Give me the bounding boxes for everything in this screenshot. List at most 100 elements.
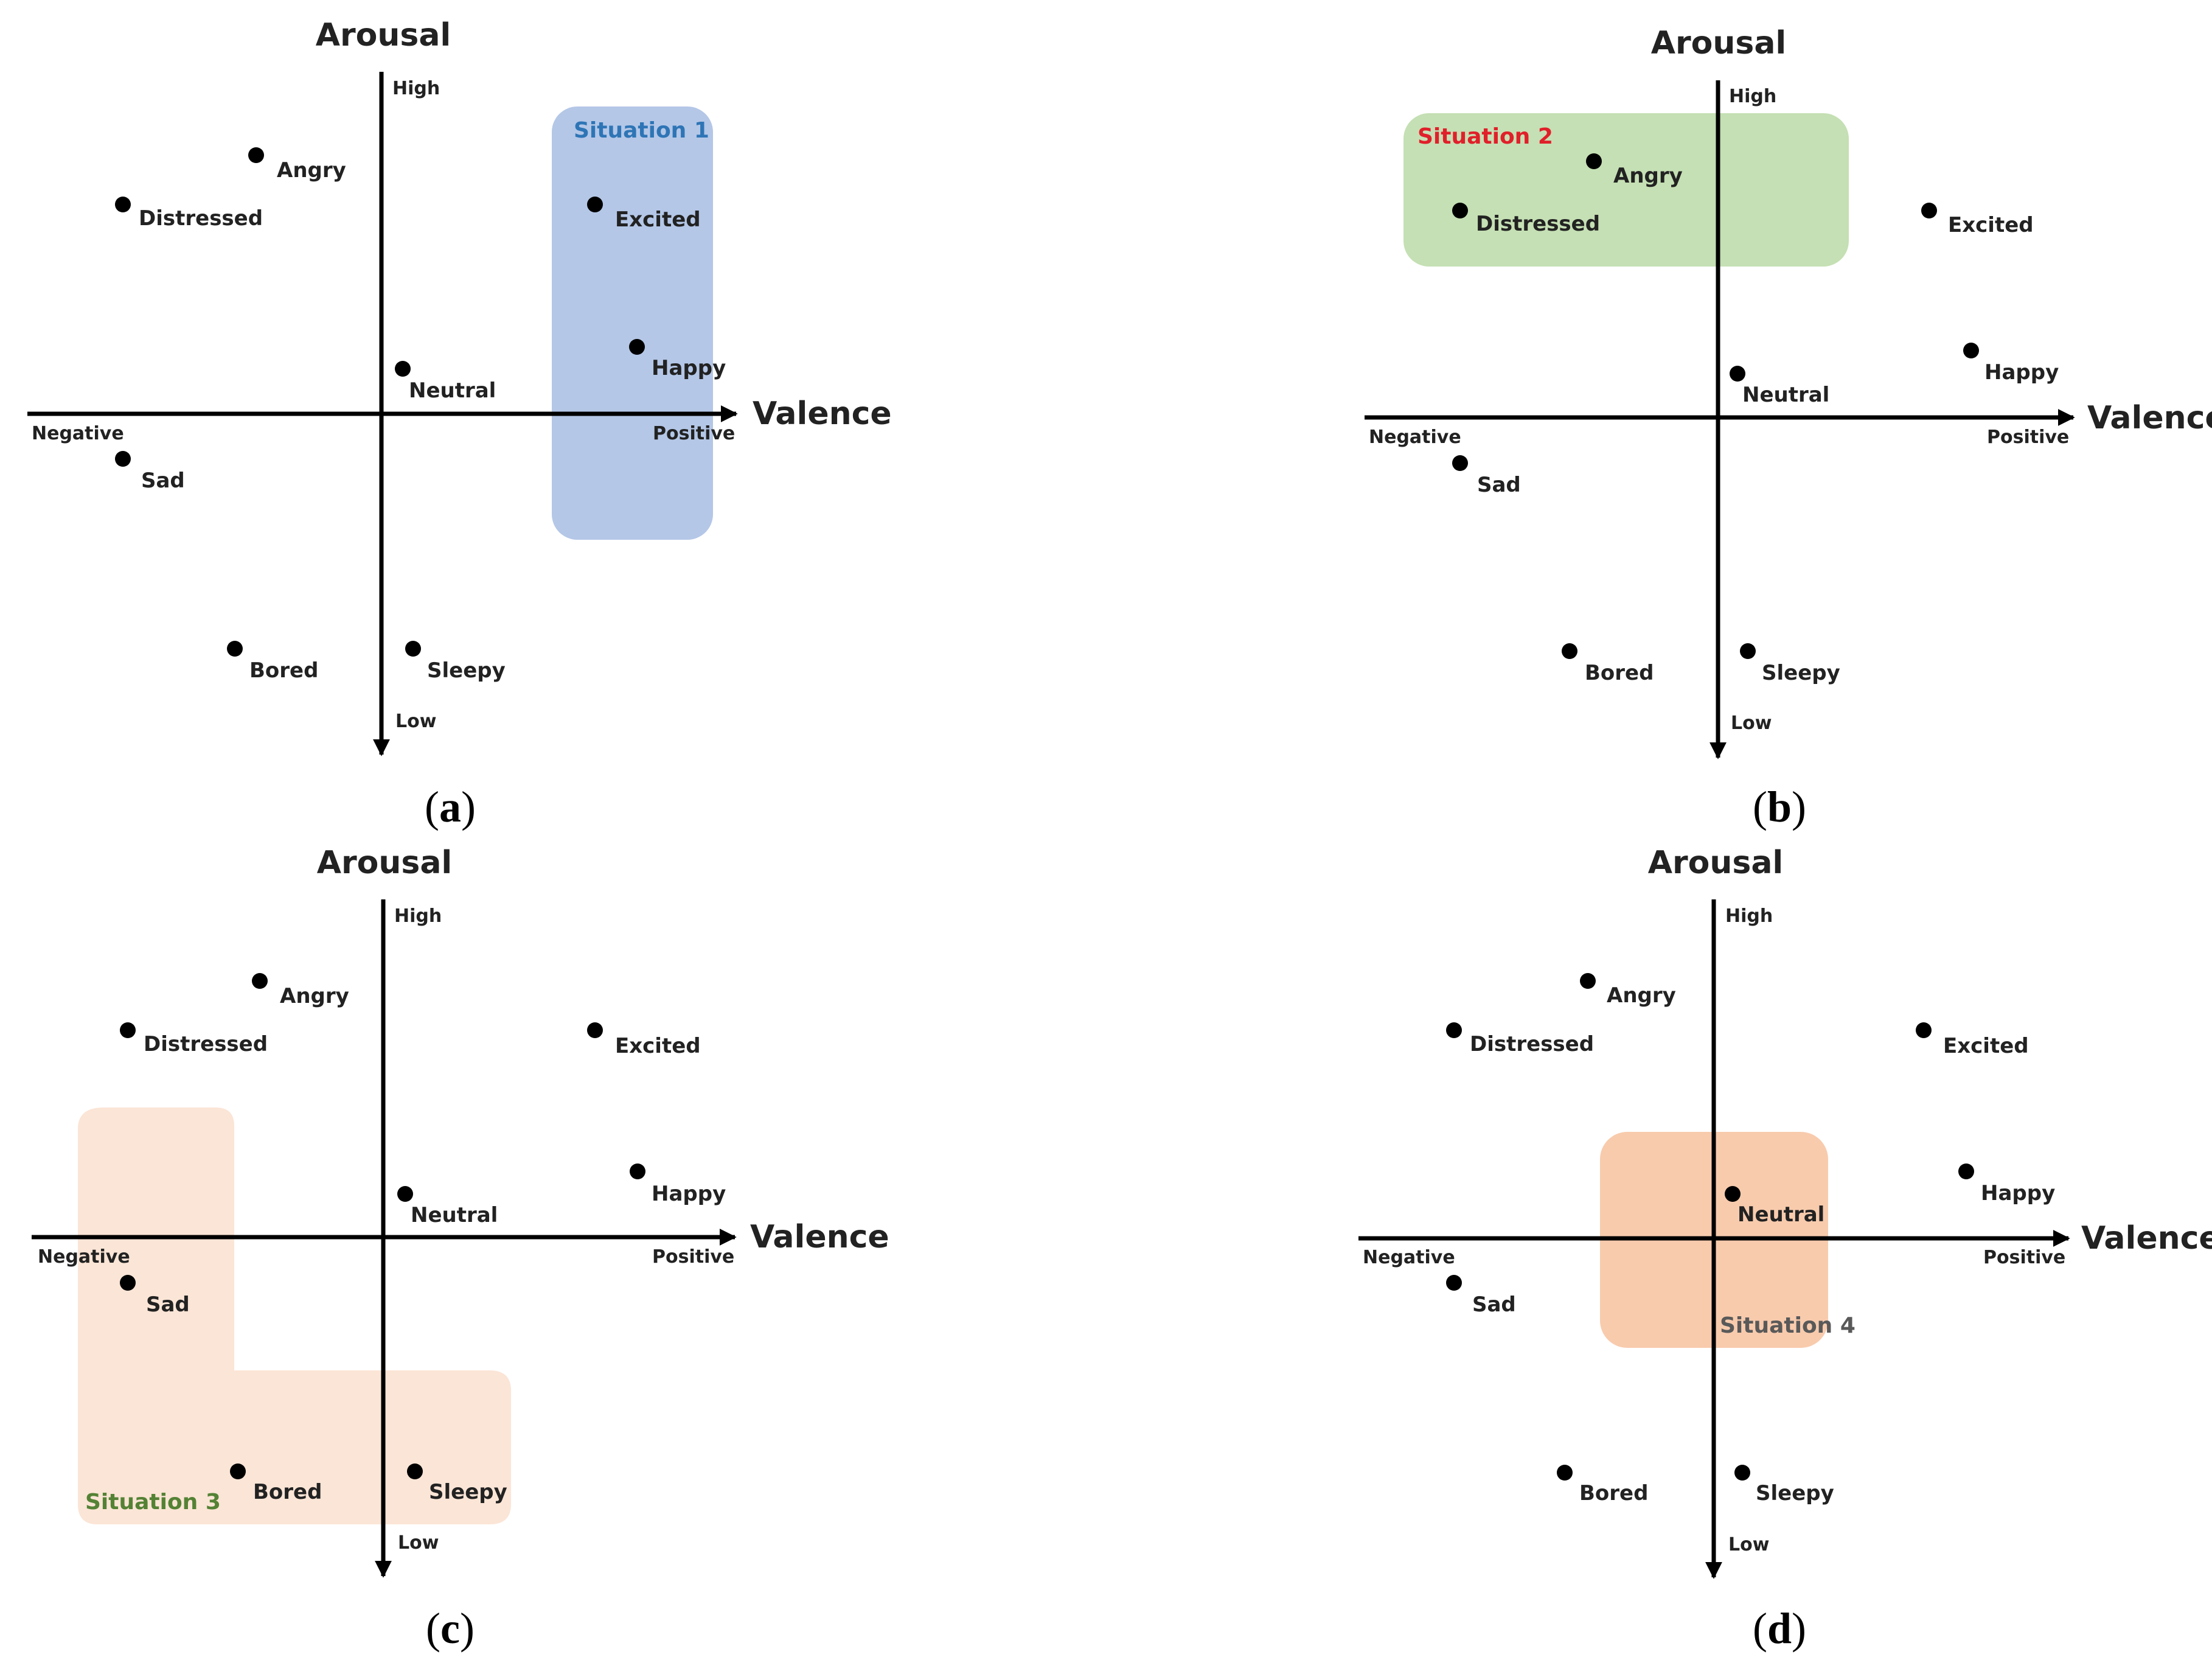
point-distressed: [120, 1022, 136, 1038]
label-neutral: Neutral: [409, 379, 496, 403]
label-sleepy: Sleepy: [1762, 661, 1840, 685]
point-sad: [115, 451, 131, 467]
label-bored: Bored: [253, 1480, 322, 1504]
arousal-high-label: High: [1729, 86, 1776, 107]
situation-2-highlight: [1403, 113, 1849, 267]
valence-positive-label: Positive: [652, 1246, 734, 1268]
arousal-high-label: High: [394, 905, 442, 927]
arousal-low-label: Low: [398, 1532, 439, 1554]
panel-c: Situation 3 Arousal High Low Valence Neg…: [32, 845, 889, 1653]
label-angry: Angry: [1613, 164, 1683, 188]
point-neutral: [397, 1186, 413, 1202]
panel-a-caption: (a): [425, 783, 476, 831]
situation-1-highlight: [552, 106, 713, 540]
arousal-low-label: Low: [395, 711, 436, 732]
panel-d: Situation 4 Arousal High Low Valence Neg…: [1358, 845, 2212, 1653]
label-sad: Sad: [146, 1292, 190, 1317]
label-excited: Excited: [1943, 1034, 2029, 1058]
point-angry: [1580, 973, 1596, 989]
valence-negative-label: Negative: [38, 1246, 130, 1268]
label-excited: Excited: [615, 1034, 701, 1058]
situation-3-label: Situation 3: [85, 1490, 221, 1515]
arousal-high-label: High: [1725, 905, 1773, 927]
situation-1-label: Situation 1: [574, 118, 709, 143]
label-distressed: Distressed: [139, 206, 263, 231]
label-sleepy: Sleepy: [427, 658, 506, 683]
valence-axis-title: Valence: [2081, 1220, 2212, 1257]
situation-2-label: Situation 2: [1417, 124, 1553, 149]
point-bored: [230, 1463, 246, 1479]
label-sad: Sad: [1477, 473, 1521, 497]
label-sleepy: Sleepy: [1756, 1481, 1834, 1505]
point-neutral: [395, 361, 411, 377]
point-bored: [1562, 643, 1577, 659]
valence-axis-title: Valence: [753, 396, 892, 432]
label-happy: Happy: [652, 356, 726, 380]
label-distressed: Distressed: [1476, 212, 1600, 236]
valence-positive-label: Positive: [653, 423, 735, 444]
point-angry: [248, 147, 264, 163]
label-happy: Happy: [1981, 1181, 2055, 1205]
label-angry: Angry: [1607, 983, 1676, 1008]
panel-b: Situation 2 Arousal High Low Valence Neg…: [1365, 25, 2212, 831]
label-happy: Happy: [652, 1182, 726, 1206]
arousal-axis-title: Arousal: [1648, 845, 1784, 881]
panel-d-caption: (d): [1753, 1604, 1806, 1653]
point-distressed: [1446, 1022, 1462, 1038]
point-excited: [1921, 203, 1937, 218]
valence-axis-title: Valence: [2087, 400, 2212, 436]
valence-axis-title: Valence: [750, 1219, 889, 1255]
valence-negative-label: Negative: [32, 423, 124, 444]
label-neutral: Neutral: [1742, 383, 1829, 407]
point-sad: [1446, 1275, 1462, 1291]
label-sad: Sad: [1472, 1292, 1516, 1317]
label-distressed: Distressed: [144, 1032, 268, 1056]
point-sleepy: [405, 641, 421, 657]
label-sleepy: Sleepy: [429, 1480, 507, 1504]
point-excited: [587, 1022, 603, 1038]
label-neutral: Neutral: [1737, 1202, 1824, 1227]
point-bored: [1557, 1465, 1573, 1481]
arousal-axis-title: Arousal: [1651, 25, 1787, 61]
arousal-high-label: High: [392, 78, 440, 99]
point-sleepy: [1734, 1465, 1750, 1481]
arousal-low-label: Low: [1731, 713, 1772, 734]
label-bored: Bored: [249, 658, 318, 683]
situation-4-label: Situation 4: [1720, 1313, 1856, 1338]
valence-negative-label: Negative: [1369, 427, 1461, 448]
valence-negative-label: Negative: [1363, 1247, 1455, 1268]
label-distressed: Distressed: [1470, 1032, 1594, 1056]
point-excited: [587, 197, 603, 212]
point-happy: [1958, 1163, 1974, 1179]
panel-c-caption: (c): [426, 1604, 475, 1653]
point-distressed: [1452, 203, 1468, 218]
point-bored: [227, 641, 243, 657]
point-happy: [629, 339, 645, 355]
point-angry: [252, 973, 268, 989]
point-sleepy: [407, 1463, 423, 1479]
point-happy: [630, 1163, 645, 1179]
point-distressed: [115, 197, 131, 212]
label-angry: Angry: [280, 984, 349, 1008]
panel-b-caption: (b): [1753, 783, 1806, 831]
label-excited: Excited: [615, 208, 701, 232]
arousal-low-label: Low: [1728, 1534, 1769, 1555]
label-bored: Bored: [1585, 661, 1654, 685]
label-happy: Happy: [1984, 360, 2059, 385]
label-angry: Angry: [277, 158, 346, 183]
label-bored: Bored: [1579, 1481, 1648, 1505]
point-sad: [120, 1275, 136, 1291]
arousal-axis-title: Arousal: [317, 845, 453, 881]
label-excited: Excited: [1948, 213, 2034, 237]
valence-positive-label: Positive: [1983, 1247, 2065, 1268]
valence-positive-label: Positive: [1987, 427, 2069, 448]
situation-3-highlight: [78, 1108, 511, 1524]
point-sad: [1452, 455, 1468, 471]
point-neutral: [1725, 1186, 1741, 1202]
label-neutral: Neutral: [411, 1203, 498, 1227]
panel-a: Situation 1 Arousal High Low Valence Neg…: [27, 17, 892, 831]
arousal-axis-title: Arousal: [316, 17, 451, 54]
label-sad: Sad: [141, 469, 185, 493]
point-happy: [1963, 343, 1979, 358]
